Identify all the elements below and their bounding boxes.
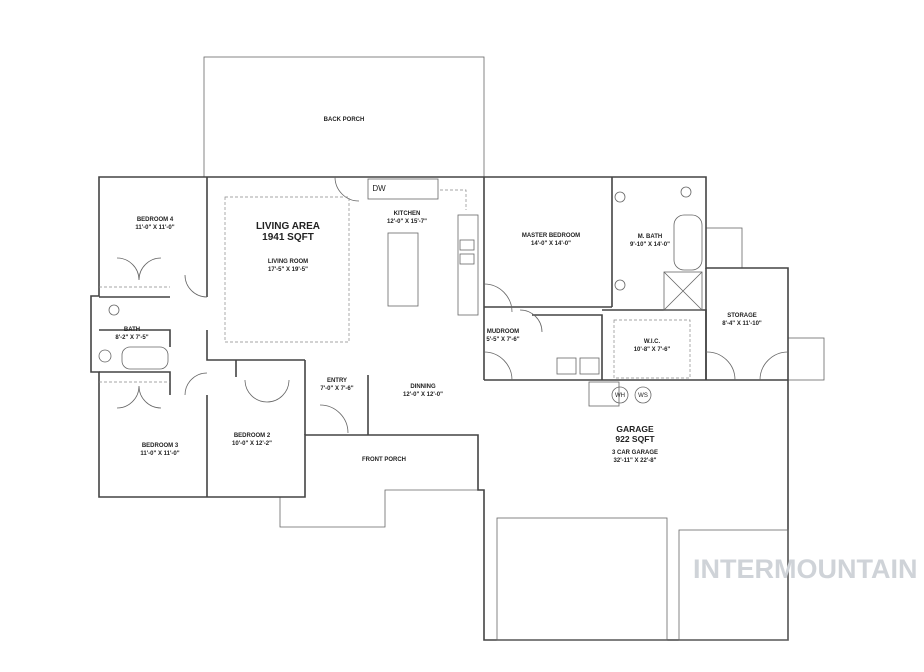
garage-sqft: 922 SQFT (615, 434, 655, 444)
garage-type: 3 CAR GARAGE (612, 450, 658, 456)
interior-walls (99, 177, 788, 497)
room-size: 10'-0" X 12'-2" (232, 441, 272, 447)
room-size: 12'-0" X 15'-7" (387, 219, 427, 225)
room-name: BEDROOM 3 (142, 443, 179, 449)
living-area-sqft: 1941 SQFT (262, 232, 314, 243)
room-size: 7'-0" X 7'-6" (320, 386, 353, 392)
room-labels: BEDROOM 4 11'-0" X 11'-0" BATH 8'-2" X 7… (115, 211, 762, 457)
dw-label: DW (372, 184, 386, 193)
room-name: ENTRY (327, 378, 347, 384)
fixtures (98, 176, 789, 641)
ceiling-lines (99, 189, 691, 383)
back-porch-label: BACK PORCH (324, 117, 365, 123)
wh-label: WH (615, 393, 625, 399)
room-name: KITCHEN (394, 211, 421, 217)
room-size: 11'-0" X 11'-0" (140, 451, 179, 457)
room-name: BEDROOM 2 (234, 433, 271, 439)
room-name: BATH (124, 327, 140, 333)
room-size: 8'-4" X 11'-10" (722, 321, 762, 327)
room-size: 14'-0" X 14'-0" (531, 241, 571, 247)
room-size: 8'-2" X 7'-5" (115, 335, 148, 341)
room-size: 9'-10" X 14'-0" (630, 242, 670, 248)
room-name: LIVING ROOM (268, 259, 308, 265)
room-name: M. BATH (638, 234, 663, 240)
garage-size: 32'-11" X 22'-8" (614, 458, 657, 464)
water-softener-icon (634, 386, 652, 404)
water-heater-icon (611, 386, 629, 404)
watermark: INTERMOUNTAIN (693, 554, 917, 584)
front-porch-label: FRONT PORCH (362, 457, 406, 463)
room-name: BEDROOM 4 (137, 217, 174, 223)
room-name: DINNING (410, 384, 436, 390)
room-size: 17'-5" X 19'-5" (268, 267, 308, 273)
room-size: 5'-5" X 7'-6" (486, 337, 519, 343)
room-name: MUDROOM (487, 329, 519, 335)
room-name: STORAGE (727, 313, 757, 319)
ws-label: WS (638, 393, 648, 399)
living-area-title: LIVING AREA (256, 221, 320, 232)
room-name: MASTER BEDROOM (522, 233, 580, 239)
room-size: 12'-0" X 12'-0" (403, 392, 443, 398)
side-porch-master (705, 227, 743, 269)
exterior-walls (90, 176, 789, 641)
garage-title: GARAGE (616, 424, 654, 434)
room-size: 10'-8" X 7'-6" (634, 347, 671, 353)
front-porch (279, 434, 479, 528)
room-name: W.I.C. (644, 339, 661, 345)
room-size: 11'-0" X 11'-0" (135, 225, 174, 231)
side-porch-storage (787, 337, 825, 381)
